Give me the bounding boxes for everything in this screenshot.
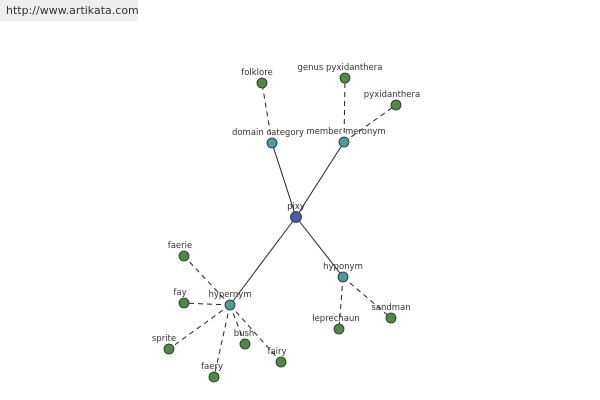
edges-layer [168,77,397,378]
node-marker[interactable] [390,99,402,111]
node-marker[interactable] [239,338,251,350]
node-label: sandman [371,303,410,313]
node-domain-category[interactable]: domain category [232,128,304,149]
edge-member-meronym-pyxidanthera [343,104,397,143]
node-marker[interactable] [178,297,190,309]
node-label: leprechaun [312,314,360,324]
edge-hypernym-sprite [168,304,231,350]
node-marker[interactable] [163,343,175,355]
edge-pixy-domain-category [271,142,297,218]
node-label: fay [173,288,186,298]
node-bush[interactable]: bush [234,329,255,350]
node-marker[interactable] [224,299,236,311]
node-marker[interactable] [266,137,278,149]
edge-hypernym-bush [229,304,246,345]
node-marker[interactable] [256,77,268,89]
node-pyxidanthera[interactable]: pyxidanthera [364,90,420,111]
node-leprechaun[interactable]: leprechaun [312,314,360,335]
edge-member-meronym-genus-pyxidanthera [343,77,346,143]
node-genus-pyxidanthera[interactable]: genus pyxidanthera [298,63,383,84]
node-fairy[interactable]: fairy [267,347,287,368]
edge-hypernym-faery [213,304,231,378]
node-label: sprite [152,334,176,344]
node-sandman[interactable]: sandman [371,303,411,324]
node-marker[interactable] [339,72,351,84]
node-label: fairy [267,347,286,357]
node-sprite[interactable]: sprite [152,334,176,355]
node-member-meronym[interactable]: member meronym [306,127,386,148]
node-label: bush [234,329,255,339]
node-marker[interactable] [178,250,190,262]
node-label: genus pyxidanthera [298,63,383,73]
edge-domain-category-folklore [261,82,273,144]
node-marker[interactable] [333,323,345,335]
node-hypernym[interactable]: hypernym [208,290,252,311]
node-label: hyponym [323,262,363,272]
node-marker[interactable] [385,312,397,324]
node-pixy[interactable]: pixy [287,202,305,223]
node-label: faery [201,362,223,372]
node-label: pixy [287,202,305,212]
node-marker[interactable] [208,371,220,383]
node-marker[interactable] [338,136,350,148]
edge-pixy-member-meronym [295,141,345,218]
edge-hypernym-fairy [229,304,282,363]
node-label: pyxidanthera [364,90,420,100]
node-marker[interactable] [290,211,302,223]
node-marker[interactable] [337,271,349,283]
edge-pixy-hyponym [295,216,344,278]
source-link[interactable]: http://www.artikata.com [0,0,139,21]
edge-hypernym-fay [183,302,231,306]
node-hyponym[interactable]: hyponym [323,262,363,283]
node-faery[interactable]: faery [201,362,223,383]
node-label: member meronym [306,127,385,137]
node-label: folklore [241,68,273,78]
node-label: domain category [232,128,304,138]
edge-pixy-hypernym [229,216,297,306]
node-marker[interactable] [275,356,287,368]
node-label: hypernym [208,290,251,300]
edge-hypernym-faerie [183,255,231,306]
node-folklore[interactable]: folklore [241,68,273,89]
edge-hyponym-sandman [342,276,392,319]
node-faerie[interactable]: faerie [168,241,193,262]
node-label: faerie [168,241,193,251]
node-fay[interactable]: fay [173,288,190,309]
